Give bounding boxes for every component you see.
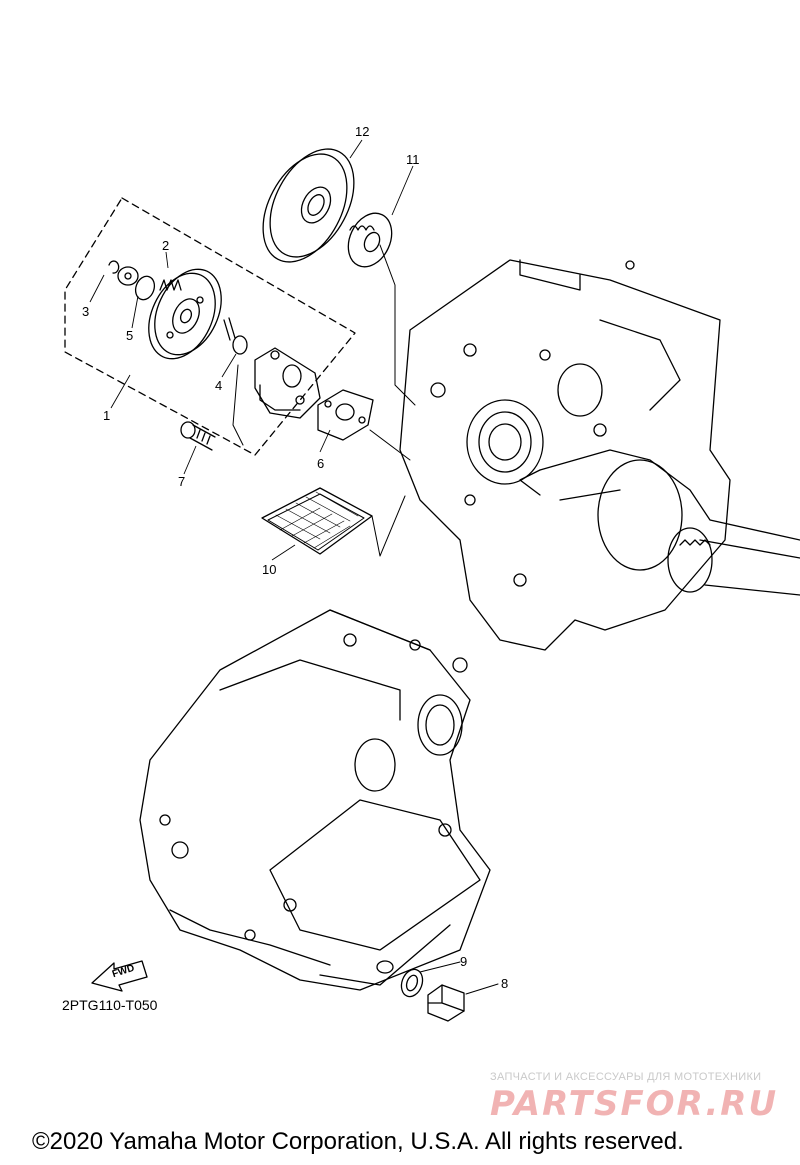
- watermark-tagline: ЗАПЧАСТИ И АКСЕССУАРЫ ДЛЯ МОТОТЕХНИКИ: [490, 1071, 762, 1083]
- callout-7: 7: [178, 474, 186, 489]
- part-7-screw: [180, 421, 216, 451]
- part-10-strainer: [261, 487, 373, 555]
- part-2-pump-gear: [148, 268, 222, 360]
- callout-2: 2: [162, 238, 170, 253]
- fwd-arrow-icon: [91, 960, 148, 992]
- lower-crankcase: [139, 609, 491, 991]
- part-5-washer: [117, 266, 156, 301]
- callout-12: 12: [355, 124, 370, 139]
- part-4-oring: [232, 335, 248, 355]
- part-3-circlip: [108, 260, 120, 274]
- dowel-pin: [223, 317, 236, 341]
- pump-assembly-box: [64, 197, 356, 456]
- part-12-seal-disc: [262, 148, 355, 263]
- callout-8: 8: [501, 976, 509, 991]
- diagram-code: 2PTG110-T050: [62, 997, 158, 1013]
- part-8-drain-bolt: [427, 984, 465, 1022]
- callout-9: 9: [460, 954, 468, 969]
- part-11-washer: [347, 212, 393, 268]
- callout-3: 3: [82, 304, 90, 319]
- part-9-washer: [400, 968, 424, 998]
- watermark-logo: PARTSFOR.RU: [490, 1084, 779, 1124]
- callout-1: 1: [103, 408, 111, 423]
- callout-4: 4: [215, 378, 223, 393]
- callout-11: 11: [406, 152, 420, 167]
- oil-pump-body: [254, 347, 321, 419]
- callout-6: 6: [317, 456, 325, 471]
- copyright-notice: ©2020 Yamaha Motor Corporation, U.S.A. A…: [32, 1128, 684, 1155]
- upper-crankcase: [399, 259, 800, 651]
- callout-5: 5: [126, 328, 134, 343]
- callout-10: 10: [262, 562, 277, 577]
- part-6-gasket: [317, 389, 374, 441]
